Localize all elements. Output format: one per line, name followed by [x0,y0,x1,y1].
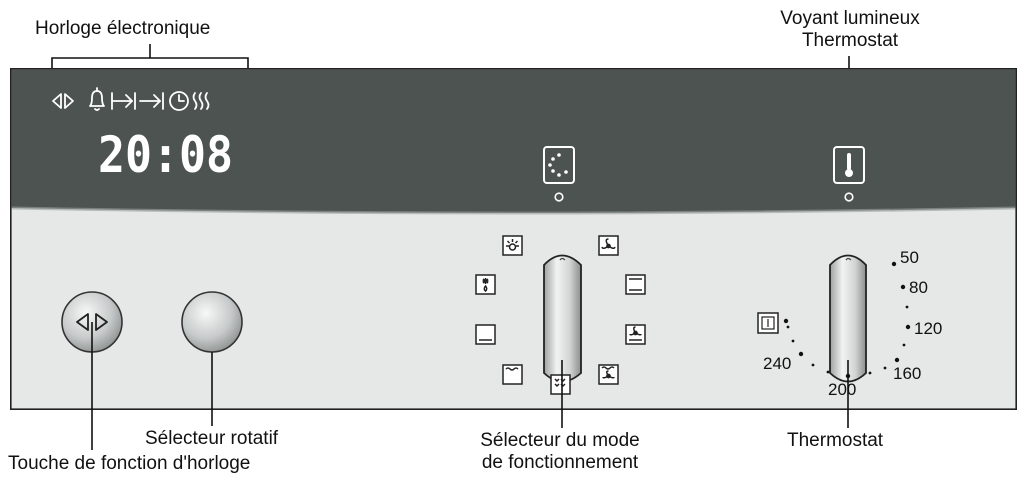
clock-display: 20:08 [98,126,233,184]
oven-light-icon [502,235,523,256]
thermostat-indicator [833,146,865,202]
indicator-label-line2: Thermostat [801,30,899,51]
clock-icon [169,91,189,111]
fan-grill-icon [550,374,571,395]
mode-selector-label: Sélecteur du mode de fonctionnement [430,430,690,474]
thermostat-indicator-lamp [844,192,854,202]
max-temperature-icon [757,312,779,334]
clock-label: Horloge électronique [35,18,211,39]
fan-bottom-heat-icon [625,324,646,345]
scale-200: 200 [828,380,856,399]
scale-80: 80 [909,278,928,297]
mode-indicator [543,146,575,202]
mode-selector-label-line1: Sélecteur du mode [480,430,640,451]
thermometer-icon [845,153,853,177]
arrows-icon [52,93,74,109]
duration-icon [111,92,136,110]
top-bottom-heat-icon [625,274,646,295]
mode-selector-label-line2: de fonctionnement [481,452,639,473]
grill-icon [502,364,523,385]
indicator-label-line1: Voyant lumineux [780,8,920,29]
thermostat-label: Thermostat [787,430,884,451]
indicator-label: Voyant lumineux Thermostat [740,8,960,52]
clock-button-label: Touche de fonction d'horloge [8,453,251,474]
rotary-selector[interactable] [181,291,243,353]
fan-top-heat-icon [598,364,619,385]
scale-240: 240 [763,354,791,373]
fan-icon [598,235,619,256]
defrost-icon [475,274,496,295]
end-time-icon [139,92,164,110]
thermostat-knob[interactable] [829,254,867,383]
rotary-selector-label: Sélecteur rotatif [145,428,279,449]
scale-50: 50 [900,248,919,267]
bottom-heat-icon [475,324,496,345]
panel-upper [11,69,1016,213]
control-panel: 20:08 [10,68,1017,410]
bell-icon [89,87,105,111]
panel-leader-lines [91,322,849,410]
scale-160: 160 [893,364,921,383]
scale-120: 120 [914,319,942,338]
left-arrow-icon [76,313,89,331]
heat-icon [192,92,210,110]
thermostat-scale-dots [783,261,911,379]
right-arrow-icon [95,313,108,331]
mode-indicator-lamp [554,192,564,202]
